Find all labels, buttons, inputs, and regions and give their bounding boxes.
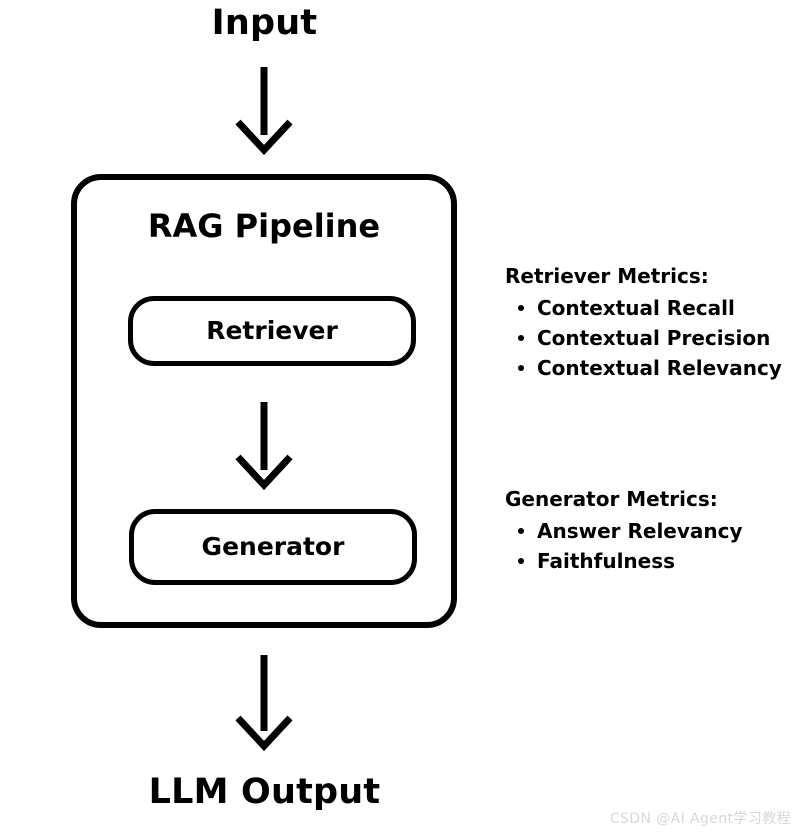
bullet-icon [518,558,524,564]
stage-box-generator[interactable]: Generator [129,509,417,585]
list-item: Contextual Precision [505,323,785,353]
output-title: LLM Output [0,770,795,814]
rag-pipeline-box: RAG Pipeline Retriever Generator [71,174,457,628]
watermark: CSDN @AI Agent学习教程 [609,811,791,827]
retriever-metrics-heading: Retriever Metrics: [505,264,709,288]
bullet-icon [518,365,524,371]
list-item: Contextual Relevancy [505,353,785,383]
bullet-icon [518,305,524,311]
input-title-text: Input [211,3,318,43]
output-title-text: LLM Output [148,772,381,812]
list-item: Faithfulness [505,546,785,576]
input-title: Input [0,1,795,45]
bullet-icon [518,335,524,341]
metric-label: Faithfulness [537,549,676,573]
metric-label: Contextual Precision [537,326,771,350]
metric-label: Contextual Relevancy [537,356,782,380]
list-item: Answer Relevancy [505,516,785,546]
stage-label-retriever: Retriever [206,316,338,345]
generator-metrics-list: Answer Relevancy Faithfulness [505,516,785,576]
generator-metrics-heading: Generator Metrics: [505,487,718,511]
retriever-metrics-list: Contextual Recall Contextual Precision C… [505,293,785,383]
metric-label: Answer Relevancy [537,519,743,543]
list-item: Contextual Recall [505,293,785,323]
rag-pipeline-title: RAG Pipeline [147,207,381,245]
bullet-icon [518,528,524,534]
generator-metrics-group: Generator Metrics: Answer Relevancy Fait… [505,486,785,576]
metric-label: Contextual Recall [537,296,735,320]
arrow-retriever-to-generator [235,402,293,491]
stage-label-generator: Generator [201,532,345,561]
retriever-metrics-group: Retriever Metrics: Contextual Recall Con… [505,263,785,383]
stage-box-retriever[interactable]: Retriever [128,296,416,366]
